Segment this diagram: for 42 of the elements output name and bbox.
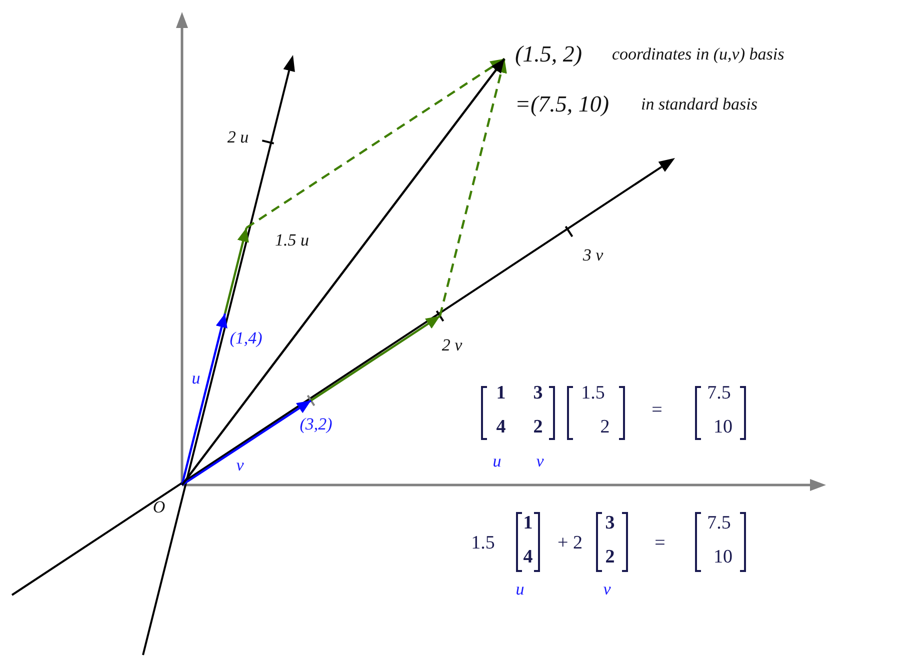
matrix-entry: 10: [714, 418, 732, 436]
matrix-entry: 1: [523, 514, 533, 532]
annotation-text: coordinates in (u,v) basis: [612, 46, 784, 62]
vector-arrow: [310, 315, 441, 402]
matrix-entry: 3: [533, 384, 543, 402]
scalar-coefficient: 1.5: [471, 534, 495, 552]
point-label: 2 v: [442, 336, 462, 354]
tick-label: 2 u: [227, 128, 249, 146]
matrix-entry: 3: [605, 514, 615, 532]
equals-sign: =: [652, 400, 662, 420]
column-label: u: [516, 580, 524, 598]
matrix-entry: 4: [496, 418, 506, 436]
point-label: (1.5, 2): [515, 42, 582, 66]
point-label: 1.5 u: [275, 232, 309, 248]
column-label: v: [603, 580, 611, 598]
dashed-arrow: [438, 58, 507, 316]
edge-label: u: [192, 370, 200, 386]
vector-arrow: [181, 58, 506, 486]
point-label: (3,2): [300, 416, 332, 432]
matrix-entry: 1: [496, 384, 506, 402]
column-label: u: [492, 452, 502, 470]
matrix-entry: 7.5: [707, 384, 731, 402]
coordinate-text: =(7.5, 10): [515, 92, 610, 116]
tick-label: 3 v: [582, 246, 604, 264]
vector-arrow: [181, 400, 312, 486]
equals-sign: =: [654, 534, 666, 552]
dashed-arrow: [246, 58, 506, 229]
matrix-entry: 10: [714, 548, 732, 566]
matrix-entry: 1.5: [581, 384, 605, 402]
vector-arrow: [180, 313, 228, 486]
note-text: in standard basis: [641, 96, 758, 112]
matrix-entry: 2: [533, 418, 543, 436]
matrix-entry: 4: [523, 548, 533, 566]
edge-label: v: [236, 456, 244, 474]
point-label: (1,4): [230, 330, 262, 346]
column-label: v: [536, 452, 544, 470]
matrix-entry: 7.5: [707, 514, 731, 532]
scalar-coefficient: + 2: [558, 534, 582, 552]
origin-label: O: [152, 498, 166, 516]
matrix-entry: 2: [600, 418, 610, 436]
matrix-entry: 2: [605, 548, 615, 566]
vector-arrow: [224, 227, 249, 314]
